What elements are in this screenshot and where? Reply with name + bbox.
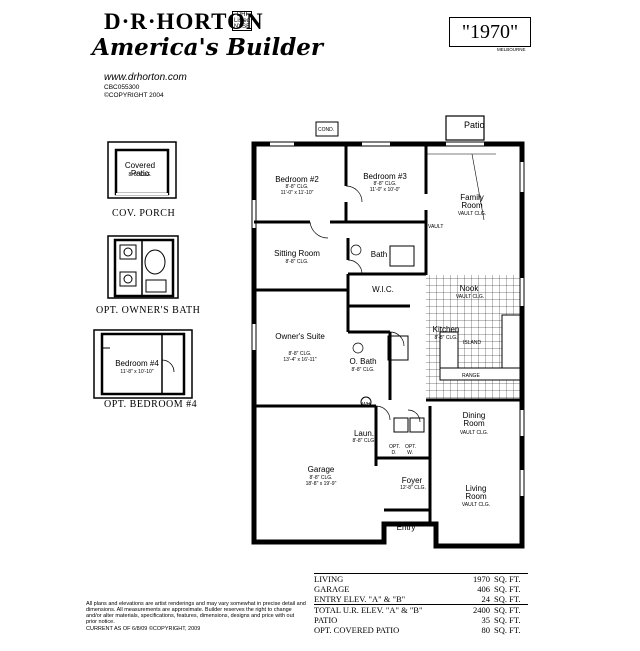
cond-unit (315, 121, 339, 137)
area-row: PATIO 35 SQ. FT. (314, 615, 528, 625)
laun-label: Laun. (353, 429, 375, 438)
sitting-room-label: Sitting Room (274, 249, 320, 258)
garage-dims: 18'-8" x 19'-9" (305, 481, 337, 487)
dining-room-clg: VAULT CLG. (459, 430, 489, 436)
laun-clg: 8'-8" CLG. (352, 438, 376, 444)
area-row: TOTAL U.R. ELEV. "A" & "B" 2400 SQ. FT. (314, 604, 528, 616)
area-row: GARAGE 406 SQ. FT. (314, 584, 528, 594)
floor-plan (251, 115, 525, 549)
area-row: ENTRY ELEV. "A" & "B" 24 SQ. FT. (314, 594, 528, 605)
elevation-note: MELBOURNE (497, 47, 526, 52)
nook-label: Nook (459, 284, 479, 293)
disclaimer-text: All plans and elevations are artist rend… (86, 601, 306, 625)
bedroom2-clg: 8'-8" CLG. (285, 184, 309, 190)
owners-suite-clg: 8'-8" CLG. (288, 351, 312, 357)
foyer-clg: 12'-8" CLG. (400, 485, 426, 491)
range-label: RANGE (462, 373, 480, 379)
covered-patio-label: Covered Patio (124, 161, 156, 178)
family-room-label: Family Room (460, 193, 484, 210)
kitchen-label: Kitchen (432, 325, 460, 334)
kitchen-counter (501, 314, 521, 374)
area-value: 80 (481, 625, 491, 635)
nook-clg: VAULT CLG. (455, 294, 485, 300)
area-label: TOTAL U.R. ELEV. "A" & "B" (314, 605, 423, 615)
area-label: OPT. COVERED PATIO (314, 625, 400, 635)
living-room-label: Living Room (465, 484, 487, 501)
patio-label: Patio (464, 120, 485, 130)
current-date: CURRENT AS OF 6/8/09 ©COPYRIGHT, 2009 (86, 626, 201, 632)
area-value: 2400 (473, 605, 490, 615)
bedroom2-dims: 11'-0" x 11'-10" (280, 190, 314, 196)
tagline: America's Builder (92, 34, 324, 61)
owners-suite-dims: 13'-4" x 16'-11" (283, 357, 317, 363)
bedroom4-inset (93, 329, 193, 399)
kitchen-clg: 8'-8" CLG. (434, 335, 458, 341)
owners-bath-inset (107, 235, 179, 299)
area-value: 24 (481, 594, 491, 604)
bath-label: Bath (370, 250, 388, 259)
area-unit: SQ. FT. (494, 584, 521, 594)
area-label: ENTRY ELEV. "A" & "B" (314, 594, 406, 604)
cov-porch-inset (107, 141, 177, 199)
license-number: CBC055300 (104, 84, 140, 91)
area-label: GARAGE (314, 584, 350, 594)
sitting-room-clg: 8'-8" CLG. (285, 259, 309, 265)
area-value: 406 (477, 584, 490, 594)
cond-label: COND. (318, 127, 335, 133)
area-value: 35 (481, 615, 491, 625)
living-room-clg: VAULT CLG. (461, 502, 491, 508)
family-room-clg: VAULT CLG. (457, 211, 487, 217)
area-row: LIVING 1970 SQ. FT. (314, 573, 528, 585)
area-label: PATIO (314, 615, 338, 625)
owners-bath-title: OPT. OWNER'S BATH (96, 305, 201, 316)
option-insets (93, 141, 193, 399)
dining-room-label: Dining Room (462, 411, 486, 428)
area-label: LIVING (314, 574, 344, 584)
owners-suite-label: Owner's Suite (275, 332, 325, 341)
bedroom4-dims: 11'-8" x 10'-10" (120, 369, 154, 375)
garage-label: Garage (307, 465, 335, 474)
opt-d-label: OPT. D. (389, 444, 401, 456)
wic-label: W.I.C. (372, 285, 394, 294)
cov-porch-title: COV. PORCH (112, 208, 176, 219)
area-unit: SQ. FT. (494, 625, 521, 635)
patio-box (445, 115, 485, 141)
area-unit: SQ. FT. (494, 594, 521, 604)
bedroom3-dims: 11'-0" x 10'-0" (369, 187, 401, 193)
bedroom4-title: OPT. BEDROOM #4 (104, 399, 198, 410)
area-table: LIVING 1970 SQ. FT. GARAGE 406 SQ. FT. E… (314, 573, 528, 635)
brand-logo: D·R·HORTON (104, 9, 264, 34)
plan-name: "1970" (449, 17, 531, 47)
area-unit: SQ. FT. (494, 605, 521, 615)
area-unit: SQ. FT. (494, 615, 521, 625)
vault-label: VAULT (428, 224, 444, 230)
obath-label: O. Bath (349, 357, 377, 366)
area-row: OPT. COVERED PATIO 80 SQ. FT. (314, 625, 528, 635)
area-value: 1970 (473, 574, 490, 584)
entry-label: Entry (396, 523, 416, 532)
nyse-badge: DHI Listed NYSE (232, 11, 252, 31)
wh-label: WH (362, 402, 371, 408)
foyer-label: Foyer (401, 476, 423, 485)
island-label: ISLAND (463, 340, 482, 346)
bedroom3-clg: 8'-8" CLG. (373, 181, 397, 187)
garage-clg: 8'-8" CLG. (309, 475, 333, 481)
obath-clg: 8'-8" CLG. (351, 367, 375, 373)
bedroom3-label: Bedroom #3 (363, 172, 407, 181)
opt-w-label: OPT. W. (405, 444, 417, 456)
covered-patio-dims: 8'-8" CLG. (128, 172, 152, 178)
area-unit: SQ. FT. (494, 574, 521, 584)
copyright-text: ©COPYRIGHT 2004 (104, 92, 164, 99)
website-link[interactable]: www.drhorton.com (104, 72, 187, 83)
disclaimer: All plans and elevations are artist rend… (86, 601, 306, 632)
bedroom4-label: Bedroom #4 (115, 359, 159, 368)
bedroom2-label: Bedroom #2 (275, 175, 319, 184)
